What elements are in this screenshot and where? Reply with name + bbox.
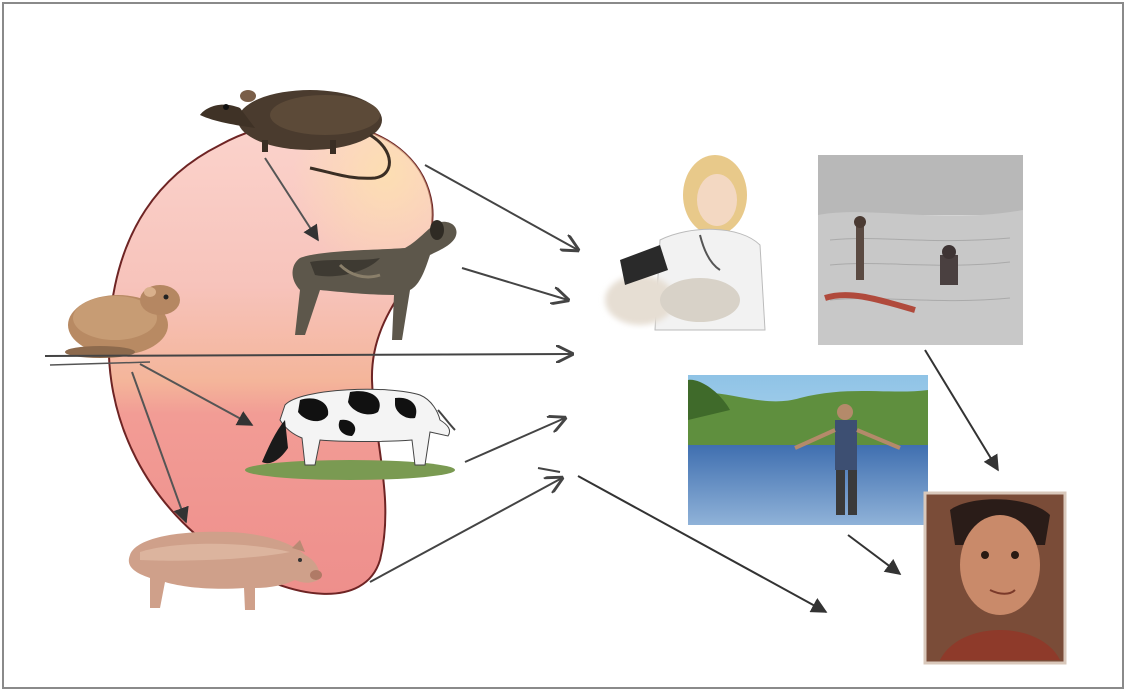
river-worker-photo xyxy=(688,375,928,525)
infected-person-photo xyxy=(925,493,1065,663)
swimmers-photo xyxy=(818,155,1023,345)
veterinarian-photo xyxy=(600,150,765,340)
